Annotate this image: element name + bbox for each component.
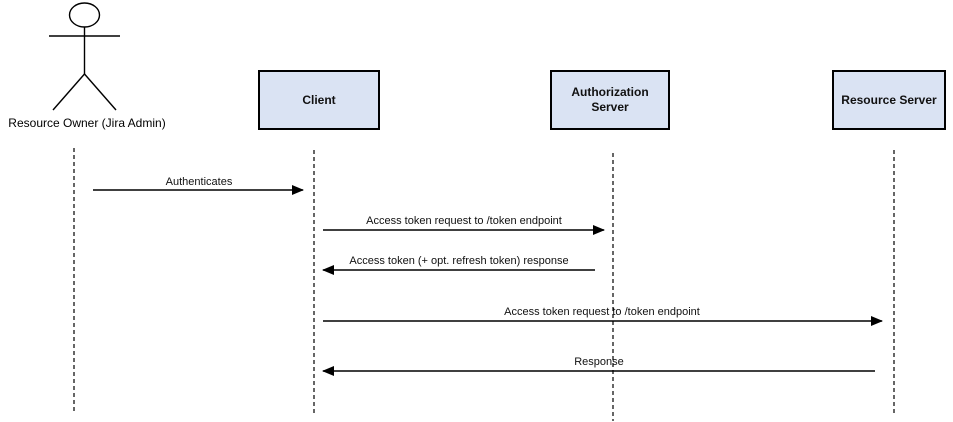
participant-client-label: Client	[302, 92, 336, 107]
message-label-token-response: Access token (+ opt. refresh token) resp…	[349, 255, 569, 267]
participant-resource-server: Resource Server	[832, 70, 946, 130]
participant-resource-server-label: Resource Server	[841, 92, 937, 107]
actor-label: Resource Owner (Jira Admin)	[8, 116, 166, 130]
message-label-token-request-auth: Access token request to /token endpoint	[366, 215, 562, 227]
participant-client: Client	[258, 70, 380, 130]
message-label-authenticates: Authenticates	[165, 176, 233, 188]
actor-leg-left	[52, 73, 86, 111]
actor-figure	[49, 2, 120, 111]
participant-authorization-server-label: Authorization Server	[571, 85, 649, 114]
actor-leg-right	[83, 73, 117, 111]
message-label-response: Response	[574, 356, 624, 368]
message-label-token-request-resource: Access token request to /token endpoint	[504, 306, 700, 318]
actor-head	[68, 2, 101, 28]
participant-authorization-server: Authorization Server	[550, 70, 670, 130]
